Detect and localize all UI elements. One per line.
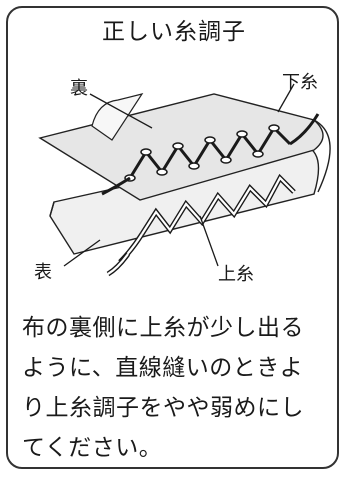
instruction-line: 布の裏側に上糸が少し出る bbox=[22, 315, 304, 341]
instruction-line: り上糸調子をやや弱めにし bbox=[22, 395, 304, 421]
card-title: 正しい糸調子 bbox=[102, 19, 246, 45]
label-back-side: 裏 bbox=[70, 78, 88, 99]
instruction-line: ように、直線縫いのときよ bbox=[22, 355, 304, 381]
label-bobbin-thread: 下糸 bbox=[282, 72, 318, 93]
label-needle-thread: 上糸 bbox=[218, 264, 254, 285]
thread-tension-illustration bbox=[38, 83, 331, 277]
instruction-text: 布の裏側に上糸が少し出る ように、直線縫いのときよ り上糸調子をやや弱めにし て… bbox=[22, 308, 332, 468]
instruction-card bbox=[6, 6, 339, 469]
label-front-side: 表 bbox=[34, 262, 52, 283]
instruction-line: てください。 bbox=[22, 435, 163, 461]
